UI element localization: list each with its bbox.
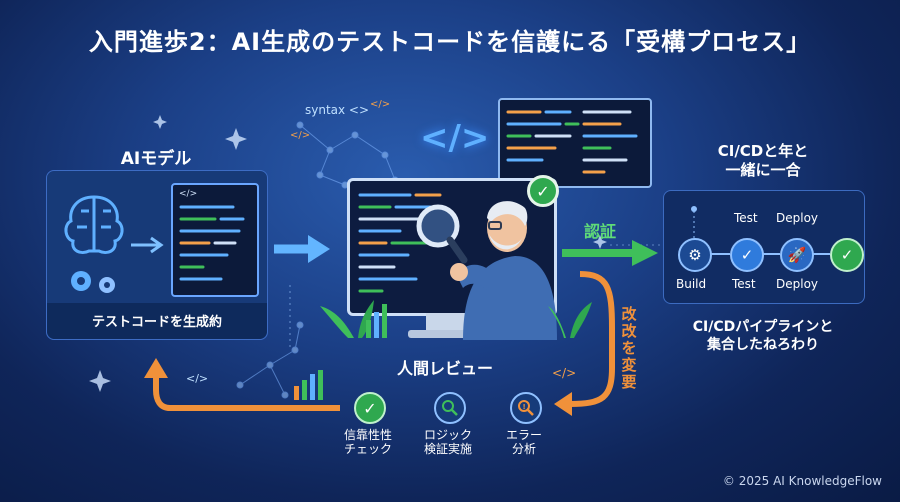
reviewer-person-icon [450,201,557,340]
code-tag: </> [290,130,311,141]
gear-icon: ⚙ [678,238,712,272]
reliability-check-label: 信靠性性 チェック [343,428,392,456]
logic-verify-label: ロジック 検証実施 [423,428,472,456]
check-icon: ✓ [830,238,864,272]
svg-text:!: ! [523,403,526,411]
ai-model-panel: </> テストコードを生成約 [46,170,268,340]
code-lines [179,205,245,281]
code-tag: </> [370,99,391,110]
pipeline-bottom-label: Test [732,277,756,291]
brain-gear-icon [64,195,124,293]
arrow-right-icon [274,235,330,263]
check-icon: ✓ [354,392,386,424]
pipeline-bottom-label: Build [676,277,707,291]
code-tag: </> [552,366,577,380]
ai-model-caption: テストコードを生成約 [91,315,222,330]
monitor-stand [426,313,470,331]
monitor-base [408,330,490,338]
error-analysis-label: エラー 分析 [505,428,542,456]
ai-model-heading: AIモデル [120,149,192,169]
code-lines [506,110,638,174]
pipeline-bottom-label: Deploy [776,277,819,291]
cicd-caption: CI/CDパイプラインと 集合したねろわり [692,319,834,353]
pipeline-top-label: Deploy [776,211,819,225]
pipeline-connectors [691,206,830,255]
page-title: 入門進歩2：AI生成のテストコードを信護にる「受構プロセス」 [88,28,812,56]
feedback-loop-arrow [144,271,615,416]
arrow-right-icon [131,236,164,254]
error-search-icon: ! [510,392,542,424]
bar-chart-icon [294,370,323,400]
code-lines [358,193,442,293]
code-tag: </> [179,189,198,199]
check-icon: ✓ [730,238,764,272]
pipeline-top-label: Test [734,211,758,225]
code-window [498,98,652,188]
approve-label: 認証 [584,222,617,241]
plant-icon [548,302,592,338]
human-review-heading: 人間レビュー [396,359,493,378]
magnifier-icon [416,204,468,264]
syntax-tag: syntax <> [305,103,370,117]
magnifier-icon [434,392,466,424]
code-brackets-icon: </> [420,118,490,158]
change-request-label: 改改を変要 [621,305,637,391]
arrow-right-icon [562,240,658,266]
ai-model-caption-bar [47,303,267,339]
copyright: © 2025 AI KnowledgeFlow [722,474,882,488]
plant-icon [320,300,387,338]
cicd-heading: CI/CDと年と 一緒に一合 [717,142,809,179]
generated-code-screen: </> [171,183,259,297]
code-tag: </> [186,372,209,385]
check-icon: ✓ [527,175,559,207]
rocket-icon: 🚀 [780,238,814,272]
cicd-pipeline-panel: Test Deploy ⚙ ✓ 🚀 ✓ Build Test Deploy [663,190,865,304]
